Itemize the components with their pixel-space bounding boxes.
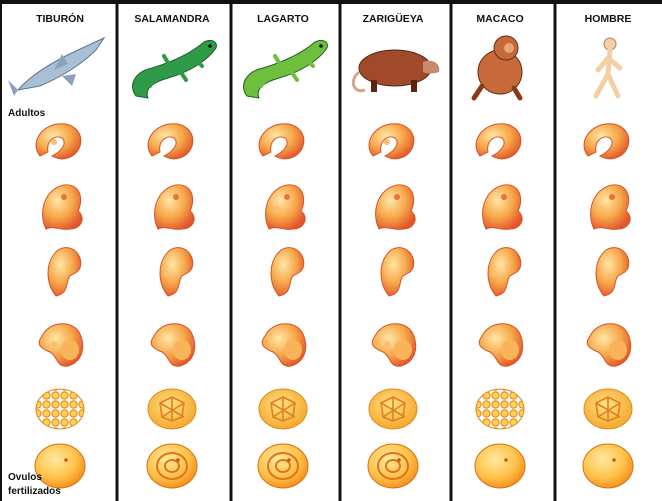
embryo-early-2-icon [596,248,629,296]
embryo-grid [35,124,633,488]
human-icon [596,38,620,96]
embryo-late-icon [259,124,304,159]
fertilized-egg-icon [475,444,525,488]
morula-icon [476,389,524,429]
eggs-label-line1: Ovulos [8,472,42,483]
embryo-early-1-icon [587,324,631,366]
fertilized-egg-icon [147,444,197,488]
embryo-mid-icon [591,185,631,230]
fertilized-egg-icon [258,444,308,488]
embryo-late-icon [584,124,629,159]
eggs-label-line2: fertilizados [8,486,61,497]
embryo-late-icon [36,124,81,159]
embryo-early-1-icon [262,324,306,366]
embryo-mid-icon [266,185,306,230]
column-header-macaco: MACACO [476,13,523,25]
column-header-tiburon: TIBURÓN [36,12,84,25]
embryo-late-icon [369,124,414,159]
morula-icon [36,389,84,429]
embryo-early-2-icon [48,248,81,296]
embryo-early-1-icon [39,324,83,366]
embryo-early-1-icon [372,324,416,366]
column-header-hombre: HOMBRE [585,13,632,25]
fertilized-egg-icon [35,444,85,488]
morula-icon [148,389,196,429]
shark-icon [8,38,104,96]
fertilized-egg-icon [368,444,418,488]
embryo-mid-icon [155,185,195,230]
top-rule [0,0,662,4]
embryo-early-2-icon [488,248,521,296]
fertilized-egg-icon [583,444,633,488]
embryo-early-2-icon [271,248,304,296]
column-header-zarigueya: ZARIGÜEYA [363,12,424,25]
embryo-early-1-icon [151,324,195,366]
morula-icon [259,389,307,429]
macaque-icon [474,36,522,98]
embryo-late-icon [476,124,521,159]
adults-label: Adultos [8,108,46,119]
embryo-mid-icon [376,185,416,230]
column-headers: TIBURÓN SALAMANDRA LAGARTO ZARIGÜEYA MACACO H… [36,12,631,25]
embryo-early-1-icon [479,324,523,366]
embryo-mid-icon [483,185,523,230]
column-header-lagarto: LAGARTO [257,13,309,25]
morula-icon [369,389,417,429]
opossum-icon [353,50,439,92]
embryo-late-icon [148,124,193,159]
embryo-early-2-icon [160,248,193,296]
salamander-icon [133,40,217,98]
lizard-icon [244,40,328,98]
embryo-mid-icon [43,185,83,230]
adult-animals-row [8,36,620,98]
morula-icon [584,389,632,429]
embryo-early-2-icon [381,248,414,296]
column-header-salamandra: SALAMANDRA [134,13,210,25]
